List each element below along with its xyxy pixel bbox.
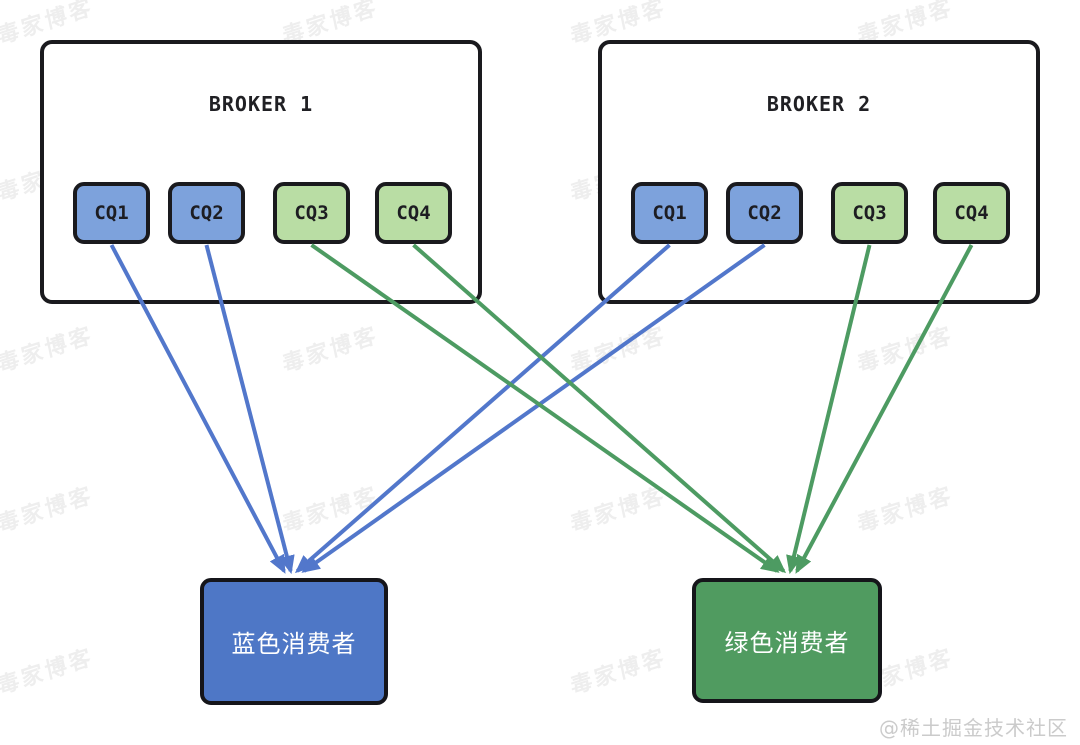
broker-1-queue-cq2: CQ2: [168, 182, 245, 244]
broker-1-queue-cq3: CQ3: [273, 182, 350, 244]
broker-2-queue-cq4: CQ4: [933, 182, 1010, 244]
blue-consumer-label: 蓝色消费者: [231, 630, 357, 658]
watermark-text: 毒家博客: [280, 322, 381, 379]
broker-2-queue-cq2: CQ2: [726, 182, 803, 244]
broker-2-queue-cq3: CQ3: [831, 182, 908, 244]
broker-2-box: BROKER 2 CQ1 CQ2 CQ3 CQ4: [598, 40, 1040, 304]
broker-2-queue-cq1: CQ1: [631, 182, 708, 244]
queue-label: CQ1: [94, 202, 129, 224]
watermark-text: 毒家博客: [280, 482, 381, 539]
broker-1-queue-cq1: CQ1: [73, 182, 150, 244]
watermark-text: 毒家博客: [568, 482, 669, 539]
watermark-text: 毒家博客: [0, 644, 96, 701]
credit-watermark: @稀土掘金技术社区: [879, 716, 1068, 740]
green-consumer-box: 绿色消费者: [692, 578, 882, 703]
broker-1-title: BROKER 1: [208, 92, 314, 116]
queue-label: CQ4: [954, 202, 989, 224]
blue-consumer-box: 蓝色消费者: [200, 578, 388, 705]
queue-label: CQ3: [852, 202, 887, 224]
watermark-text: 毒家博客: [0, 482, 96, 539]
queue-label: CQ4: [396, 202, 431, 224]
watermark-text: 毒家博客: [855, 322, 956, 379]
watermark-text: 毒家博客: [568, 644, 669, 701]
broker-2-title: BROKER 2: [766, 92, 872, 116]
watermark-text: 毒家博客: [855, 482, 956, 539]
queue-label: CQ2: [189, 202, 224, 224]
queue-label: CQ1: [652, 202, 687, 224]
broker-1-box: BROKER 1 CQ1 CQ2 CQ3 CQ4: [40, 40, 482, 304]
queue-label: CQ2: [747, 202, 782, 224]
watermark-text: 毒家博客: [0, 322, 96, 379]
green-consumer-label: 绿色消费者: [724, 629, 850, 657]
broker-1-queue-cq4: CQ4: [375, 182, 452, 244]
watermark-text: 毒家博客: [568, 322, 669, 379]
queue-label: CQ3: [294, 202, 329, 224]
